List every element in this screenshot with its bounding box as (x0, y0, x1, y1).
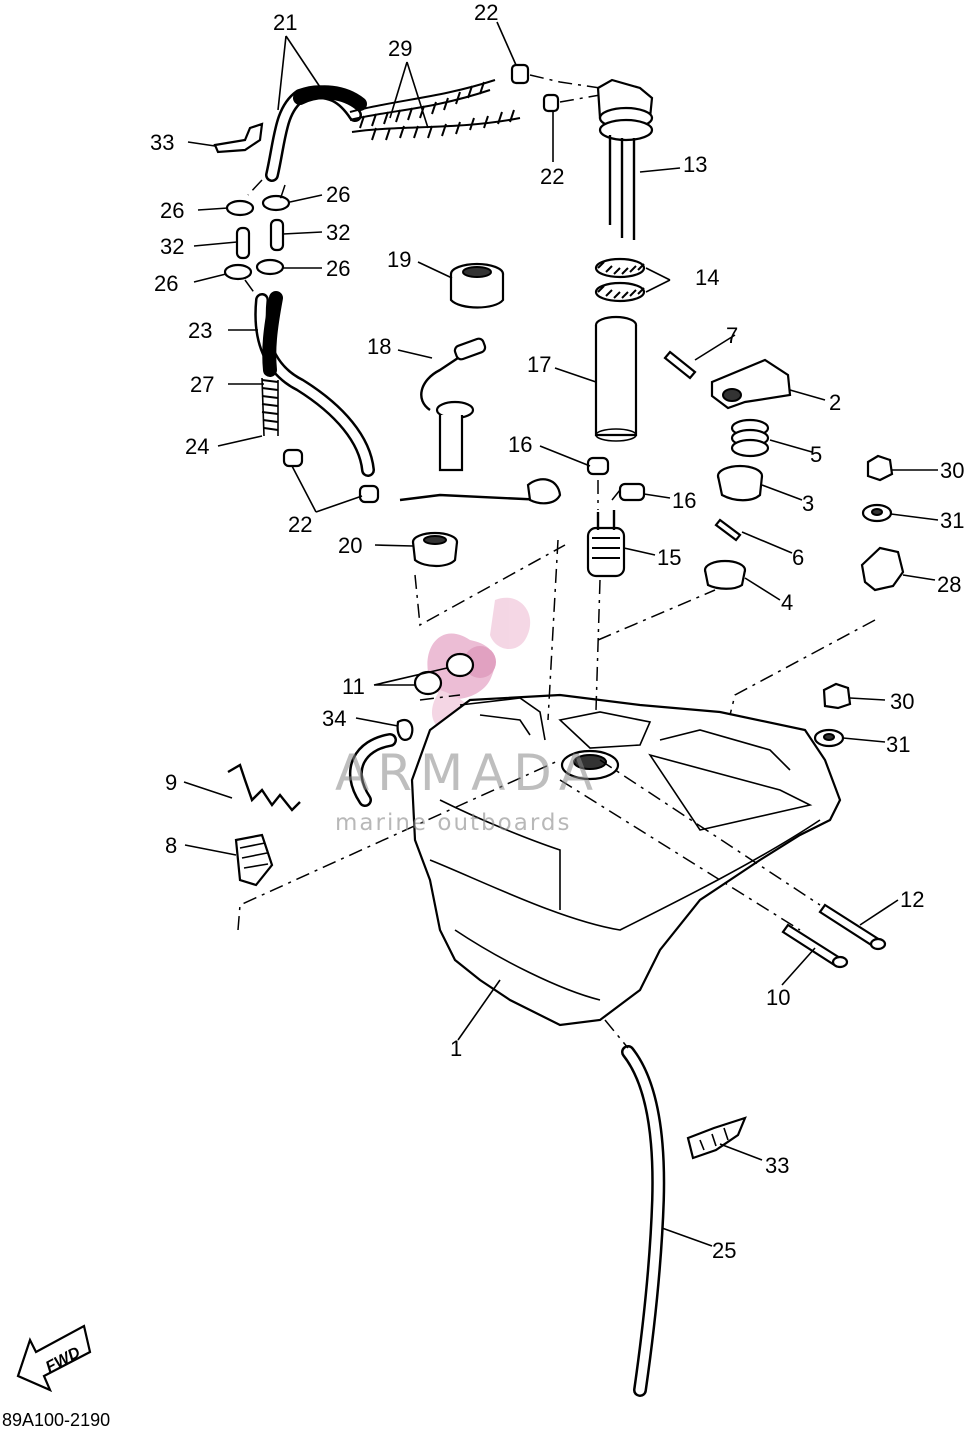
label-20: 20 (338, 533, 362, 558)
label-18: 18 (367, 334, 391, 359)
nut-30-top (866, 454, 894, 482)
label-19: 19 (387, 247, 411, 272)
label-32-left: 32 (160, 234, 184, 259)
hose-joints-32 (235, 218, 285, 260)
label-25: 25 (712, 1238, 736, 1263)
label-28: 28 (937, 572, 961, 597)
label-22-left: 22 (288, 512, 312, 537)
bolt-10 (781, 923, 849, 969)
label-17: 17 (527, 352, 551, 377)
grommet-19 (449, 262, 505, 309)
corrugated-hose-29 (349, 79, 521, 141)
grommet-4 (703, 559, 747, 590)
pin-6 (714, 518, 742, 542)
label-29: 29 (388, 36, 412, 61)
label-9: 9 (165, 770, 177, 795)
watermark-title: ARMADA (335, 744, 601, 802)
label-15: 15 (657, 545, 681, 570)
label-10: 10 (766, 985, 790, 1010)
seals-14 (594, 257, 646, 303)
tie-clip-33-top (213, 122, 264, 154)
label-4: 4 (781, 590, 793, 615)
sender-unit-13 (596, 78, 654, 240)
clip-34 (396, 719, 414, 741)
corrugated-hose-24 (261, 377, 279, 437)
label-33-bottom: 33 (765, 1153, 789, 1178)
spring-5 (730, 418, 770, 458)
label-14: 14 (695, 265, 719, 290)
label-16-b: 16 (672, 488, 696, 513)
label-16-a: 16 (508, 432, 532, 457)
clamps-16 (586, 456, 646, 502)
label-13: 13 (683, 152, 707, 177)
bracket-2 (710, 358, 792, 410)
label-33-top: 33 (150, 130, 174, 155)
nut-30-bottom (822, 682, 852, 710)
label-7: 7 (726, 323, 738, 348)
label-11: 11 (342, 674, 365, 699)
hose-21 (265, 85, 367, 182)
label-22-top: 22 (474, 0, 498, 25)
washer-31-top (861, 503, 893, 523)
clamps-22 (282, 63, 560, 504)
label-1: 1 (450, 1036, 462, 1061)
grommets-11 (413, 652, 475, 696)
label-27: 27 (190, 372, 214, 397)
label-6: 6 (792, 545, 804, 570)
grommet-20 (411, 531, 459, 568)
label-8: 8 (165, 833, 177, 858)
drawing-code: 89A100-2190 (2, 1410, 110, 1430)
drain-hose-25 (621, 1045, 666, 1397)
fuel-pump-assembly-18 (399, 337, 562, 505)
label-26-a: 26 (160, 198, 184, 223)
tube-17 (594, 315, 638, 442)
watermark-subtitle: marine outboards (335, 810, 571, 836)
label-31-top: 31 (940, 508, 964, 533)
label-31-bottom: 31 (886, 732, 910, 757)
fuel-filter-15 (586, 510, 626, 578)
spring-9 (227, 763, 301, 812)
label-30-top: 30 (940, 458, 964, 483)
label-32-right: 32 (326, 220, 350, 245)
watermark-text: ARMADA marine outboards (335, 744, 601, 836)
label-26-b: 26 (326, 182, 350, 207)
tie-clip-33-bottom (686, 1116, 747, 1160)
cap-3 (716, 464, 764, 502)
bracket-28 (860, 546, 905, 592)
label-30-bottom: 30 (890, 689, 914, 714)
label-26-c: 26 (154, 271, 178, 296)
tank-breather-hose (348, 733, 397, 807)
label-21: 21 (273, 10, 297, 35)
label-3: 3 (802, 491, 814, 516)
washer-31-bottom (813, 728, 845, 748)
label-23: 23 (188, 318, 212, 343)
part-labels: 21 29 22 22 13 33 26 26 32 32 26 26 19 1… (150, 0, 964, 1263)
label-34: 34 (322, 706, 346, 731)
label-5: 5 (810, 442, 822, 467)
pin-7 (663, 350, 697, 380)
leader-lines (183, 21, 939, 1247)
label-22-mid: 22 (540, 164, 564, 189)
label-26-d: 26 (326, 256, 350, 281)
label-12: 12 (900, 887, 924, 912)
assembly-lines (237, 539, 876, 1049)
hose-23 (254, 291, 375, 477)
forward-arrow-icon: FWD (16, 1324, 92, 1393)
damper-8 (234, 833, 274, 887)
label-24: 24 (185, 434, 209, 459)
fuel-tank (410, 693, 842, 1027)
label-2: 2 (829, 390, 841, 415)
bolt-12 (818, 903, 887, 951)
